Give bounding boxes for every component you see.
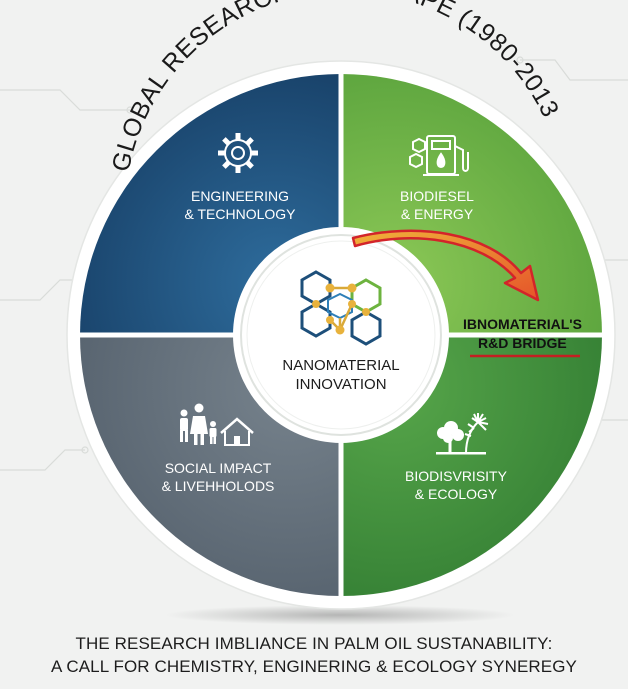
engineering-label-line2: & TECHNOLOGY	[185, 206, 297, 222]
social-label-line2: & LIVEHHOLODS	[162, 478, 275, 494]
social-label-line1: SOCIAL IMPACT	[165, 460, 272, 476]
engineering-label-line1: ENGINEERING	[191, 188, 289, 204]
biodiesel-label-line2: & ENERGY	[401, 206, 474, 222]
fuel-pump-icon	[409, 135, 469, 176]
palm-tree-icon	[436, 413, 489, 455]
bridge-arrow	[351, 229, 540, 302]
biodiesel-label-line1: BIODIESEL	[400, 188, 474, 204]
center-label-line1: NANOMATERIAL	[282, 357, 399, 374]
center-hub[interactable]	[246, 240, 436, 430]
bridge-label-line1: IBNOMATERIAL'S	[463, 316, 582, 332]
family-home-icon	[180, 403, 254, 446]
bridge-label-line2: R&D BRIDGE	[478, 335, 567, 351]
biodiversity-label-line2: & ECOLOGY	[415, 486, 498, 502]
gear-icon	[218, 133, 258, 173]
caption-line1: THE RESEARCH IMBLIANCE IN PALM OIL SUSTA…	[75, 634, 553, 653]
center-ring-line	[240, 234, 442, 436]
disc-shadow	[165, 605, 515, 625]
biodiversity-label-line1: BIODISVRISITY	[405, 468, 508, 484]
molecule-icon	[300, 270, 382, 346]
caption-line2: A CALL FOR CHEMISTRY, ENGINERING & ECOLO…	[51, 657, 577, 676]
center-label-line2: INNOVATION	[295, 376, 386, 393]
